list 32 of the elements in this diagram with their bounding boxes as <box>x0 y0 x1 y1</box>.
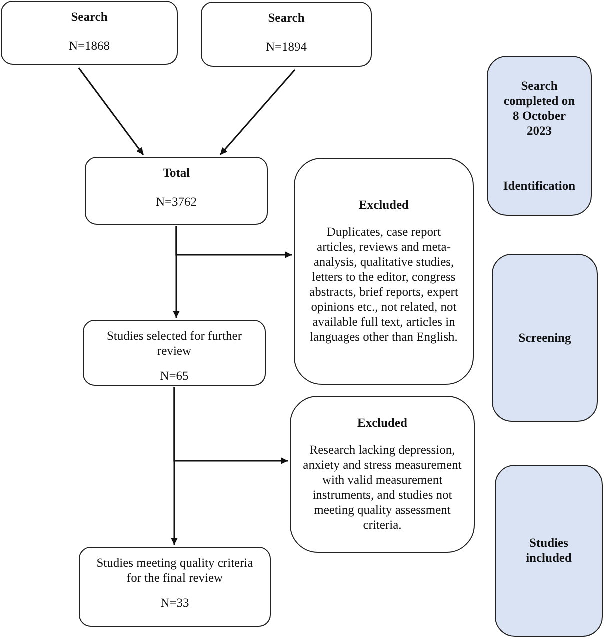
stage-box <box>495 465 603 637</box>
count-text: N=1868 <box>68 39 110 54</box>
process-box <box>290 396 475 553</box>
arrow <box>220 70 296 156</box>
box-text: Studies meeting quality criteria for the final review <box>96 556 254 586</box>
box-heading: Excluded <box>357 416 408 431</box>
count-text: N=1894 <box>266 40 308 55</box>
process-box <box>85 157 268 225</box>
box-text: Studies selected for further review <box>106 329 244 359</box>
stage-box <box>492 254 598 422</box>
box-heading: Search <box>268 11 305 26</box>
count-text: N=65 <box>160 369 189 384</box>
stage-note: Search completed on 8 October 2023 <box>502 78 576 138</box>
box-text: Duplicates, case report articles, reviews and meta-analysis, qualitative studies, letters to the editor, congress abstracts, brief reports, expert opinions etc., not related, not available full text, articles in languages other than English. <box>308 225 460 345</box>
process-box <box>83 320 266 386</box>
box-heading: Search <box>71 10 108 25</box>
box-heading: Excluded <box>358 198 409 213</box>
stage-label: Studies included <box>525 536 573 566</box>
stage-label: Identification <box>503 178 576 194</box>
count-text: N=3762 <box>156 195 198 210</box>
process-box <box>1 1 178 65</box>
process-box <box>294 158 474 385</box>
arrow <box>176 226 292 258</box>
arrow <box>174 387 288 464</box>
process-box <box>79 547 271 627</box>
stage-box <box>487 56 592 216</box>
arrow <box>78 68 144 156</box>
stage-label: Screening <box>518 330 572 346</box>
count-text: N=33 <box>160 596 190 611</box>
box-heading: Total <box>162 166 190 181</box>
box-text: Research lacking depression, anxiety and stress measurement with valid measurement instruments, and studies not meeting quality assessment criteria. <box>303 443 462 533</box>
process-box <box>201 2 372 67</box>
